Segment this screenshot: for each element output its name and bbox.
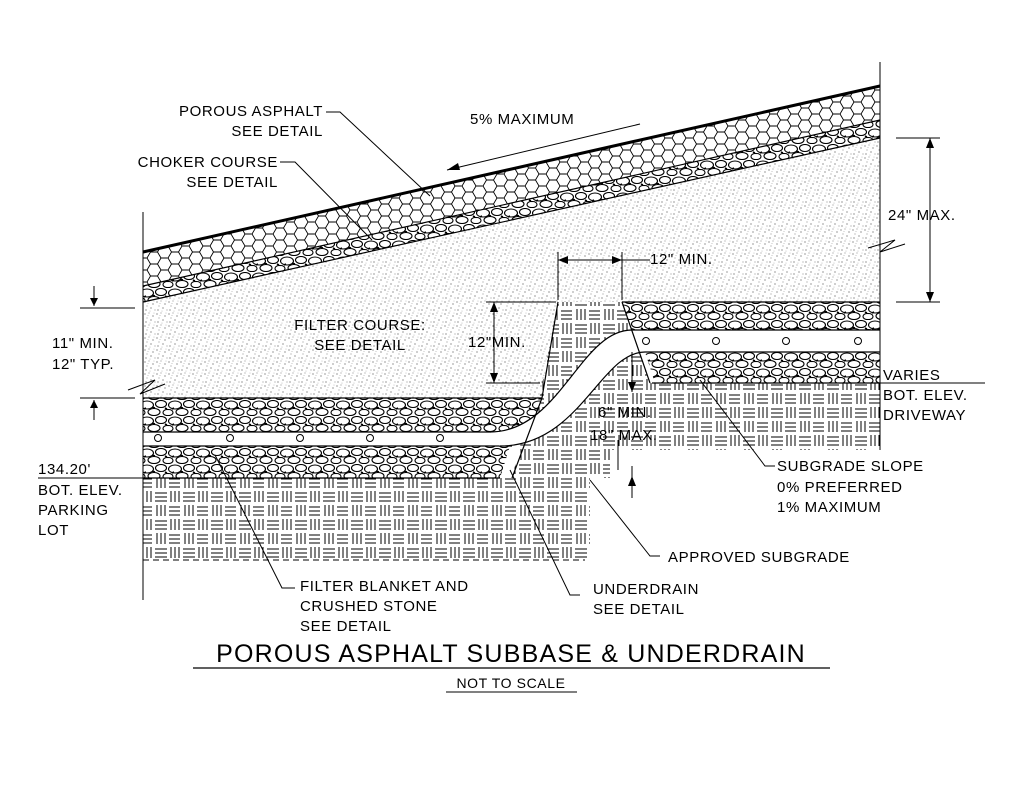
label-filter-blanket-3: SEE DETAIL (300, 618, 392, 635)
label-varies-1: VARIES (883, 367, 941, 384)
label-slope: 5% MAXIMUM (470, 111, 574, 128)
porous-asphalt-layer (142, 84, 881, 303)
label-porous-asphalt-2: SEE DETAIL (231, 123, 323, 140)
parking-stone-bed (143, 397, 542, 479)
label-parking-3: PARKING (38, 502, 109, 519)
title-block: POROUS ASPHALT SUBBASE & UNDERDRAIN NOT … (193, 640, 830, 693)
label-choker-2: SEE DETAIL (186, 174, 278, 191)
label-drop-1: 6" MIN. (598, 404, 652, 421)
driveway-stone-bed (622, 301, 880, 384)
driveway-underdrain-pipe-dots (642, 337, 862, 345)
label-filter-course-1: FILTER COURSE: (294, 317, 425, 334)
label-porous-asphalt-1: POROUS ASPHALT (179, 103, 323, 120)
label-parking-4: LOT (38, 522, 69, 539)
label-subgrade-slope-3: 1% MAXIMUM (777, 499, 881, 516)
label-filter-depth-2: 12" TYP. (52, 356, 114, 373)
filter-course-layer (143, 138, 880, 398)
label-drop-2: 18" MAX. (590, 427, 658, 444)
choker-course-layer (143, 120, 880, 302)
drawing-title: POROUS ASPHALT SUBBASE & UNDERDRAIN (216, 640, 806, 668)
label-12-min-offset: 12" MIN. (650, 251, 713, 268)
label-filter-blanket-2: CRUSHED STONE (300, 598, 438, 615)
label-underdrain-1: UNDERDRAIN (593, 581, 699, 598)
callout-leaders (38, 111, 985, 596)
label-24-max: 24" MAX. (888, 207, 956, 224)
label-subgrade-slope-1: SUBGRADE SLOPE (777, 458, 924, 475)
label-approved-subgrade: APPROVED SUBGRADE (668, 549, 850, 566)
underdrain-transition-pipe (489, 329, 646, 447)
label-filter-blanket-1: FILTER BLANKET AND (300, 578, 469, 595)
label-underdrain-2: SEE DETAIL (593, 601, 685, 618)
subgrade-layer (143, 302, 880, 561)
label-parking-1: 134.20' (38, 461, 91, 478)
drawing-subtitle: NOT TO SCALE (456, 675, 565, 691)
label-varies-3: DRIVEWAY (883, 407, 966, 424)
dimension-lines (80, 123, 940, 498)
label-choker-1: CHOKER COURSE (138, 154, 278, 171)
label-subgrade-slope-2: 0% PREFERRED (777, 479, 903, 496)
parking-underdrain-pipe-dots (154, 434, 444, 442)
label-trench-depth: 12"MIN. (468, 334, 526, 351)
trench-walls (142, 62, 881, 600)
labels: POROUS ASPHALT SEE DETAIL 5% MAXIMUM CHO… (38, 103, 968, 635)
label-varies-2: BOT. ELEV. (883, 387, 968, 404)
label-parking-2: BOT. ELEV. (38, 482, 123, 499)
label-filter-course-2: SEE DETAIL (314, 337, 406, 354)
label-filter-depth-1: 11" MIN. (52, 335, 114, 352)
